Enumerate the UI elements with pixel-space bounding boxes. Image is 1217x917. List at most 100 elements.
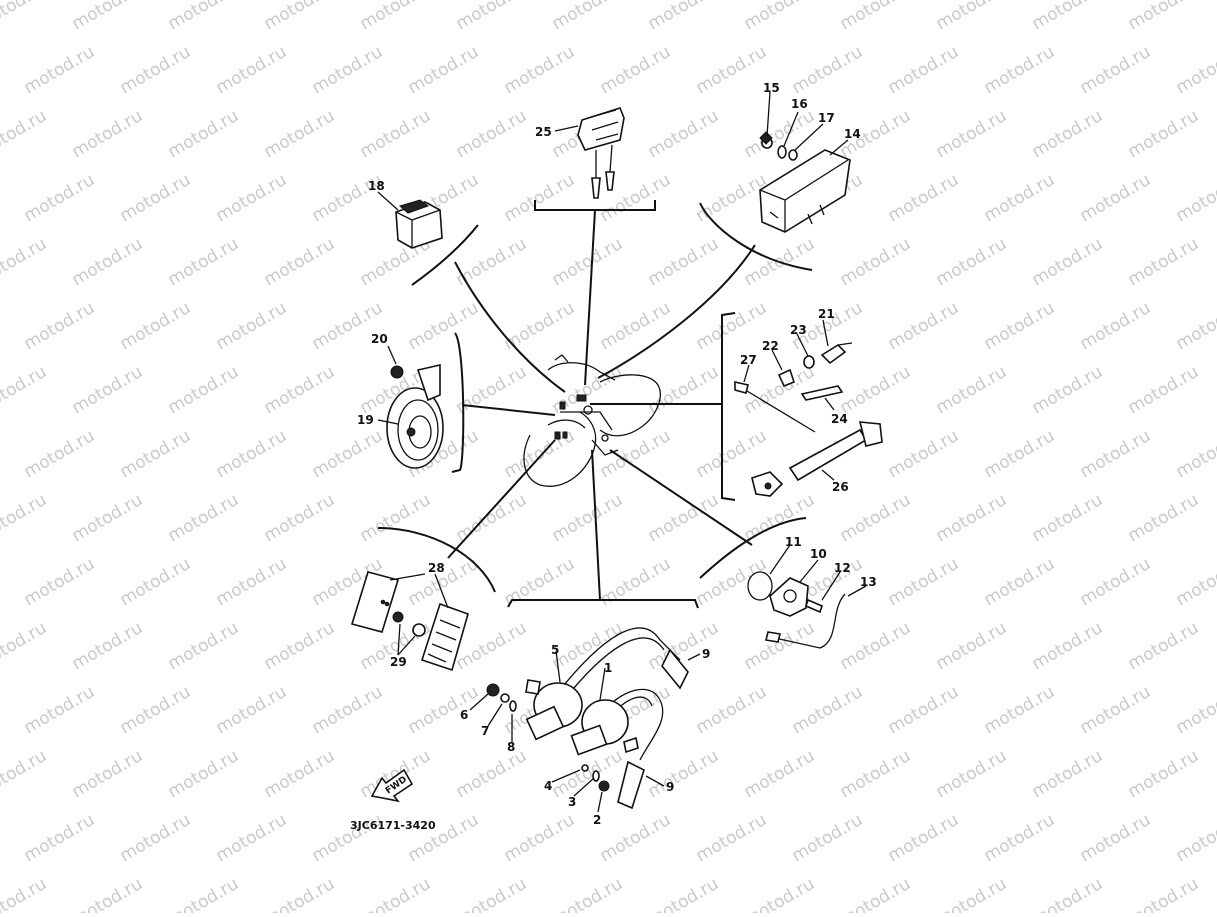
watermark-text: motod.ru bbox=[1029, 490, 1107, 546]
watermark-text: motod.ru bbox=[165, 0, 243, 34]
watermark-text: motod.ru bbox=[117, 554, 195, 610]
watermark-text: motod.ru bbox=[117, 42, 195, 98]
watermark-text: motod.ru bbox=[789, 42, 867, 98]
label-part-3: 3 bbox=[568, 795, 576, 809]
label-part-21: 21 bbox=[818, 307, 835, 321]
watermark-text: motod.ru bbox=[693, 426, 771, 482]
watermark-text: motod.ru bbox=[117, 170, 195, 226]
label-part-26: 26 bbox=[832, 480, 849, 494]
watermark-text: motod.ru bbox=[1125, 874, 1203, 913]
watermark-text: motod.ru bbox=[0, 682, 2, 738]
watermark-text: motod.ru bbox=[693, 554, 771, 610]
watermark-text: motod.ru bbox=[1077, 42, 1155, 98]
watermark-text: motod.ru bbox=[213, 682, 291, 738]
watermark-text: motod.ru bbox=[357, 490, 435, 546]
watermark-text: motod.ru bbox=[261, 106, 339, 162]
watermark-text: motod.ru bbox=[549, 874, 627, 913]
watermark-text: motod.ru bbox=[837, 362, 915, 418]
watermark-text: motod.ru bbox=[693, 42, 771, 98]
watermark-text: motod.ru bbox=[981, 682, 1059, 738]
watermark-text: motod.ru bbox=[165, 618, 243, 674]
watermark-text: motod.ru bbox=[357, 106, 435, 162]
watermark-text: motod.ru bbox=[789, 682, 867, 738]
watermark-text: motod.ru bbox=[21, 682, 99, 738]
watermark-text: motod.ru bbox=[549, 0, 627, 34]
label-part-28: 28 bbox=[428, 561, 445, 575]
watermark-text: motod.ru bbox=[1077, 554, 1155, 610]
watermark-text: motod.ru bbox=[0, 746, 50, 802]
watermark-text: motod.ru bbox=[1077, 170, 1155, 226]
watermark-text: motod.ru bbox=[261, 490, 339, 546]
watermark-text: motod.ru bbox=[0, 0, 50, 34]
watermark-text: motod.ru bbox=[741, 746, 819, 802]
label-part-7: 7 bbox=[481, 724, 489, 738]
watermark-text: motod.ru bbox=[0, 362, 50, 418]
watermark-text: motod.ru bbox=[1029, 106, 1107, 162]
watermark-text: motod.ru bbox=[645, 234, 723, 290]
watermark-text: motod.ru bbox=[1173, 810, 1217, 866]
watermark-text: motod.ru bbox=[501, 42, 579, 98]
watermark-text: motod.ru bbox=[597, 554, 675, 610]
watermark-text: motod.ru bbox=[933, 0, 1011, 34]
watermark-text: motod.ru bbox=[0, 810, 2, 866]
watermark-text: motod.ru bbox=[213, 170, 291, 226]
watermark-text: motod.ru bbox=[213, 426, 291, 482]
watermark-text: motod.ru bbox=[837, 234, 915, 290]
watermark-text: motod.ru bbox=[645, 874, 723, 913]
label-part-2: 2 bbox=[593, 813, 601, 827]
watermark-text: motod.ru bbox=[405, 42, 483, 98]
watermark-text: motod.ru bbox=[741, 874, 819, 913]
watermark-text: motod.ru bbox=[21, 42, 99, 98]
watermark-text: motod.ru bbox=[1173, 42, 1217, 98]
watermark-text: motod.ru bbox=[981, 554, 1059, 610]
watermark-text: motod.ru bbox=[0, 298, 2, 354]
watermark-text: motod.ru bbox=[213, 554, 291, 610]
watermark-text: motod.ru bbox=[21, 298, 99, 354]
watermark-text: motod.ru bbox=[69, 618, 147, 674]
watermark-text: motod.ru bbox=[693, 170, 771, 226]
watermark-text: motod.ru bbox=[693, 298, 771, 354]
watermark-text: motod.ru bbox=[165, 362, 243, 418]
watermark-text: motod.ru bbox=[165, 746, 243, 802]
label-part-23: 23 bbox=[790, 323, 807, 337]
label-part-8: 8 bbox=[507, 740, 515, 754]
watermark-text: motod.ru bbox=[549, 746, 627, 802]
label-part-24: 24 bbox=[831, 412, 848, 426]
watermark-text: motod.ru bbox=[1125, 490, 1203, 546]
watermark-text: motod.ru bbox=[933, 490, 1011, 546]
watermark-text: motod.ru bbox=[0, 106, 50, 162]
watermark-text: motod.ru bbox=[1173, 554, 1217, 610]
watermark-text: motod.ru bbox=[405, 298, 483, 354]
watermark-text: motod.ru bbox=[261, 234, 339, 290]
watermark-text: motod.ru bbox=[837, 0, 915, 34]
watermark-text: motod.ru bbox=[0, 554, 2, 610]
watermark-text: motod.ru bbox=[0, 874, 50, 913]
watermark-text: motod.ru bbox=[549, 618, 627, 674]
label-part-14: 14 bbox=[844, 127, 861, 141]
watermark-text: motod.ru bbox=[309, 42, 387, 98]
watermark-text: motod.ru bbox=[1125, 618, 1203, 674]
watermark-text: motod.ru bbox=[645, 0, 723, 34]
watermark-text: motod.ru bbox=[117, 810, 195, 866]
watermark-text: motod.ru bbox=[645, 106, 723, 162]
watermark-text: motod.ru bbox=[549, 362, 627, 418]
watermark-text: motod.ru bbox=[933, 746, 1011, 802]
watermark-text: motod.ru bbox=[885, 682, 963, 738]
watermark-text: motod.ru bbox=[645, 746, 723, 802]
watermark-text: motod.ru bbox=[1077, 426, 1155, 482]
watermark-text: motod.ru bbox=[165, 234, 243, 290]
watermark-text: motod.ru bbox=[261, 0, 339, 34]
watermark-text: motod.ru bbox=[885, 810, 963, 866]
watermark-text: motod.ru bbox=[69, 234, 147, 290]
diagram-code: 3JC6171-3420 bbox=[350, 819, 436, 832]
watermark-text: motod.ru bbox=[885, 426, 963, 482]
watermark-text: motod.ru bbox=[1029, 234, 1107, 290]
watermark-text: motod.ru bbox=[69, 874, 147, 913]
watermark-text: motod.ru bbox=[1173, 298, 1217, 354]
watermark-text: motod.ru bbox=[1125, 362, 1203, 418]
label-part-18: 18 bbox=[368, 179, 385, 193]
watermark-text: motod.ru bbox=[69, 0, 147, 34]
label-part-27: 27 bbox=[740, 353, 757, 367]
watermark-text: motod.ru bbox=[213, 810, 291, 866]
label-part-15: 15 bbox=[763, 81, 780, 95]
